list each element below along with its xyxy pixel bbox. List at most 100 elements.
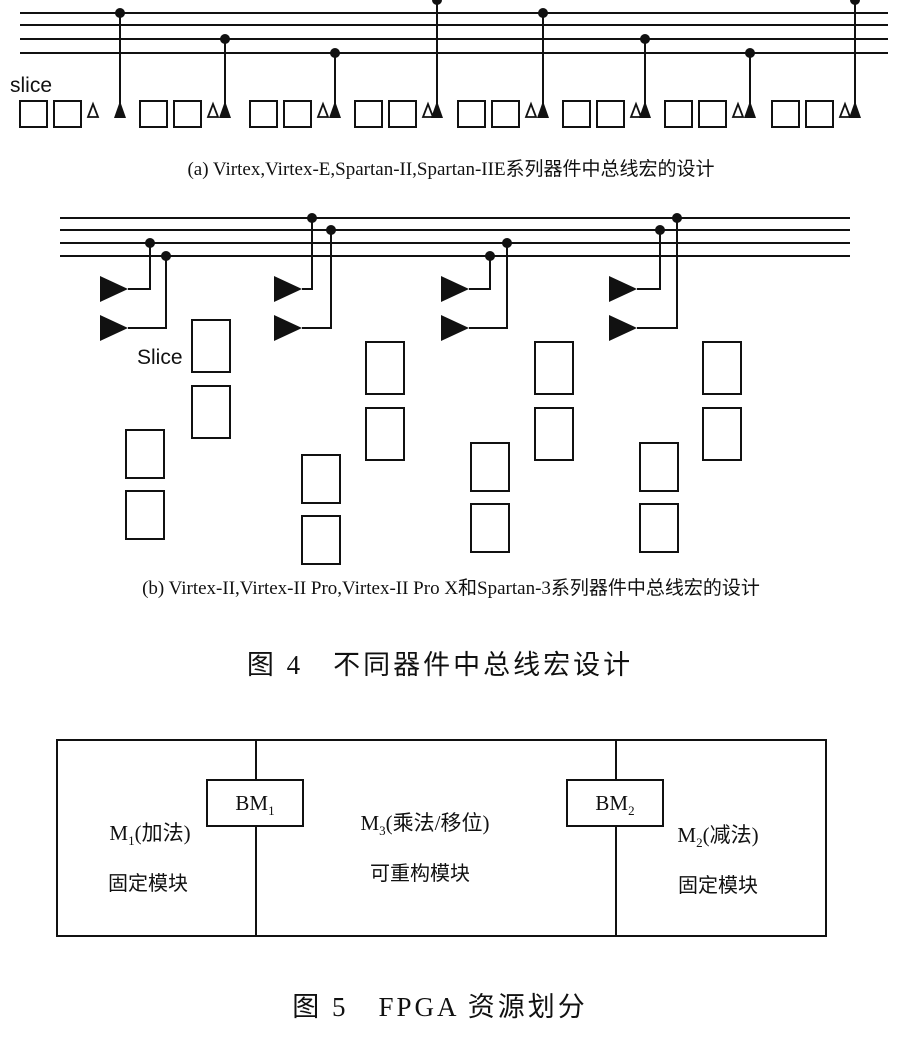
panel-b-caption: (b) Virtex-II,Virtex-II Pro,Virtex-II Pr… <box>142 577 760 599</box>
slice-a-1-2 <box>53 100 82 128</box>
junction-dot-a-8 <box>850 0 860 5</box>
tristate-buffer-open-4 <box>421 101 435 118</box>
buffer-b-1-2 <box>100 315 128 341</box>
tristate-buffer-filled-8 <box>849 101 861 118</box>
wire-b-1-2 <box>128 256 167 329</box>
panel-a-slice-label: slice <box>10 74 52 97</box>
tristate-buffer-open-8 <box>838 101 852 118</box>
buffer-b-4-2 <box>609 315 637 341</box>
bus-macro-2-label: BM2 <box>595 791 634 818</box>
wire-b-4-1 <box>637 230 661 290</box>
slice-b-2-lower-2 <box>301 515 341 565</box>
figure5-title: 图 5 FPGA 资源划分 <box>292 992 588 1022</box>
junction-dot-b-2-1 <box>307 213 317 223</box>
junction-dot-a-2 <box>220 34 230 44</box>
wire-b-3-1 <box>469 256 491 290</box>
fpga-outline <box>56 739 827 937</box>
slice-a-7-1 <box>664 100 693 128</box>
figure4-title: 图 4 不同器件中总线宏设计 <box>247 650 633 680</box>
slice-b-3-upper-2 <box>534 407 574 461</box>
junction-dot-b-4-2 <box>672 213 682 223</box>
panel-b-slice-label: Slice <box>137 346 183 369</box>
slice-b-1-upper-1 <box>191 319 231 373</box>
junction-dot-b-2-2 <box>326 225 336 235</box>
tristate-buffer-open-6 <box>629 101 643 118</box>
slice-b-2-upper-2 <box>365 407 405 461</box>
tristate-buffer-open-5 <box>524 101 538 118</box>
wire-b-2-1 <box>302 218 313 290</box>
slice-a-3-1 <box>249 100 278 128</box>
tristate-buffer-open-2 <box>206 101 220 118</box>
slice-a-5-2 <box>491 100 520 128</box>
slice-a-6-2 <box>596 100 625 128</box>
panel-a-caption: (a) Virtex,Virtex-E,Spartan-II,Spartan-I… <box>187 158 714 180</box>
slice-a-3-2 <box>283 100 312 128</box>
junction-dot-a-7 <box>745 48 755 58</box>
junction-dot-b-3-2 <box>502 238 512 248</box>
slice-b-4-lower-1 <box>639 442 679 492</box>
slice-b-4-upper-2 <box>702 407 742 461</box>
slice-a-2-1 <box>139 100 168 128</box>
slice-b-2-lower-1 <box>301 454 341 504</box>
tristate-buffer-filled-3 <box>329 101 341 118</box>
slice-a-7-2 <box>698 100 727 128</box>
figure4b-bus-macro-diagram <box>60 213 850 565</box>
wire-b-3-2 <box>469 243 508 329</box>
buffer-b-2-1 <box>274 276 302 302</box>
module-m3-title: M3(乘法/移位) <box>360 811 489 838</box>
module-m1-desc: 固定模块 <box>108 872 188 895</box>
bus-macro-1-label: BM1 <box>235 791 274 818</box>
junction-dot-b-3-1 <box>485 251 495 261</box>
wire-b-2-2 <box>302 230 332 329</box>
wire-b-1-1 <box>128 243 151 290</box>
tristate-buffer-filled-5 <box>537 101 549 118</box>
tristate-buffer-open-1 <box>86 101 100 118</box>
buffer-b-3-2 <box>441 315 469 341</box>
slice-b-1-lower-2 <box>125 490 165 540</box>
module-m2-title: M2(减法) <box>677 823 758 850</box>
tristate-buffer-filled-7 <box>744 101 756 118</box>
tristate-buffer-open-7 <box>731 101 745 118</box>
buffer-b-3-1 <box>441 276 469 302</box>
junction-dot-b-1-1 <box>145 238 155 248</box>
junction-dot-a-5 <box>538 8 548 18</box>
slice-b-3-upper-1 <box>534 341 574 395</box>
buffer-b-1-1 <box>100 276 128 302</box>
slice-a-5-1 <box>457 100 486 128</box>
slice-b-4-upper-1 <box>702 341 742 395</box>
buffer-b-2-2 <box>274 315 302 341</box>
slice-a-8-2 <box>805 100 834 128</box>
tristate-buffer-filled-4 <box>431 101 443 118</box>
module-m3-desc: 可重构模块 <box>370 862 470 885</box>
module-m2-desc: 固定模块 <box>678 874 758 897</box>
slice-b-1-upper-2 <box>191 385 231 439</box>
slice-b-3-lower-2 <box>470 503 510 553</box>
junction-dot-a-4 <box>432 0 442 5</box>
slice-a-4-2 <box>388 100 417 128</box>
slice-b-1-lower-1 <box>125 429 165 479</box>
bus-macro-1-box <box>206 779 304 827</box>
tristate-buffer-filled-2 <box>219 101 231 118</box>
slice-a-1-1 <box>19 100 48 128</box>
junction-dot-a-3 <box>330 48 340 58</box>
slice-a-4-1 <box>354 100 383 128</box>
junction-dot-a-6 <box>640 34 650 44</box>
junction-dot-a-1 <box>115 8 125 18</box>
wire-b-4-2 <box>637 218 678 329</box>
tristate-buffer-filled-1 <box>114 101 126 118</box>
slice-b-3-lower-1 <box>470 442 510 492</box>
tristate-buffer-filled-6 <box>639 101 651 118</box>
slice-b-4-lower-2 <box>639 503 679 553</box>
slice-a-2-2 <box>173 100 202 128</box>
figure5-resource-partition: BM1 BM2 M1(加法) 固定模块 M3(乘法/移位) 可重构模块 M2(减… <box>56 739 827 937</box>
figure4a-bus-macro-diagram <box>19 0 888 128</box>
junction-dot-b-1-2 <box>161 251 171 261</box>
bus-macro-2-box <box>566 779 664 827</box>
tristate-buffer-open-3 <box>316 101 330 118</box>
slice-a-6-1 <box>562 100 591 128</box>
buffer-b-4-1 <box>609 276 637 302</box>
slice-b-2-upper-1 <box>365 341 405 395</box>
junction-dot-b-4-1 <box>655 225 665 235</box>
